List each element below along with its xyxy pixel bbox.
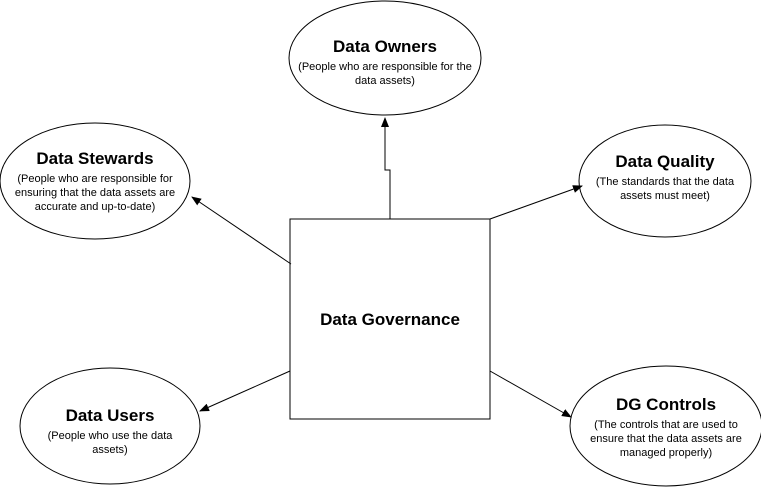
data-quality-node: Data Quality (The standards that the dat…	[585, 152, 745, 203]
data-quality-desc: (The standards that the data assets must…	[595, 176, 735, 202]
data-governance-title: Data Governance	[320, 310, 460, 329]
arrow-to-data-owners	[381, 117, 391, 219]
dg-controls-title: DG Controls	[615, 395, 717, 414]
data-stewards-node: Data Stewards (People who are responsibl…	[5, 149, 185, 214]
data-governance-box	[289, 218, 491, 420]
data-users-title: Data Users	[65, 406, 155, 425]
data-users-ellipse	[19, 367, 201, 485]
data-stewards-ellipse	[0, 122, 191, 240]
arrow-to-data-quality	[489, 185, 583, 220]
data-owners-node: Data Owners (People who are responsible …	[295, 37, 475, 88]
arrow-to-dg-controls	[489, 370, 572, 418]
data-stewards-title: Data Stewards	[36, 149, 154, 168]
data-stewards-desc: (People who are responsible for ensuring…	[14, 173, 176, 213]
data-users-node: Data Users (People who use the data asse…	[30, 406, 190, 457]
data-owners-desc: (People who are responsible for the data…	[298, 61, 472, 87]
arrow-to-data-stewards	[191, 196, 292, 265]
arrow-to-data-users	[199, 370, 291, 412]
data-quality-ellipse	[578, 124, 752, 238]
data-owners-title: Data Owners	[333, 37, 437, 56]
data-quality-title: Data Quality	[615, 152, 715, 171]
data-users-desc: (People who use the data assets)	[47, 430, 173, 456]
dg-controls-desc: (The controls that are used to ensure th…	[590, 419, 742, 459]
data-owners-ellipse	[288, 0, 482, 116]
dg-controls-node: DG Controls (The controls that are used …	[576, 395, 756, 460]
dg-controls-ellipse	[569, 365, 761, 487]
